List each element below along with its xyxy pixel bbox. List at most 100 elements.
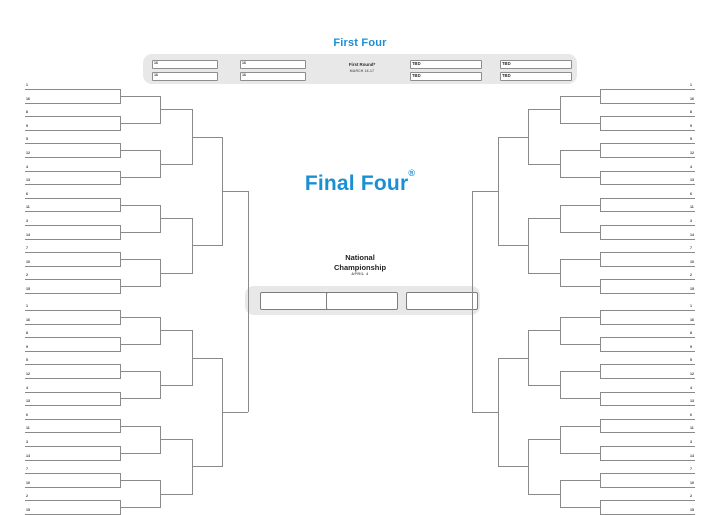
top-left-region-team-line-11 xyxy=(25,225,120,226)
top-right-region-r4-line-2 xyxy=(498,245,528,247)
first-four-left-game-1-label-1: 16 xyxy=(154,61,158,66)
top-left-region-seed-7: 4 xyxy=(26,164,28,169)
bottom-right-region-r2-line-5 xyxy=(560,425,600,427)
bottom-right-region-seed-6: 12 xyxy=(690,372,694,376)
top-left-region-r2-line-4 xyxy=(120,177,160,179)
bottom-left-region-r2-line-8 xyxy=(120,507,160,509)
right-semifinal-stem-bottom xyxy=(472,301,473,412)
bottom-left-region-r5-line-1 xyxy=(222,412,248,413)
bottom-right-region-r2-connector-2 xyxy=(600,337,601,352)
top-left-region-team-line-3 xyxy=(25,116,120,118)
top-right-region-r5-connector-1 xyxy=(498,136,499,247)
bottom-right-region-r3-line-2 xyxy=(528,384,560,386)
top-left-region-team-line-5 xyxy=(25,143,120,145)
top-right-region-r3-line-3 xyxy=(528,218,560,220)
championship-semifinal-left-box[interactable] xyxy=(260,292,332,310)
bottom-left-region-seed-11: 3 xyxy=(26,440,28,444)
top-left-region-r4-line-1 xyxy=(192,136,222,138)
bottom-right-region-seed-10: 11 xyxy=(690,426,694,431)
top-right-region-team-line-3 xyxy=(600,116,695,118)
bottom-right-region-r3-line-1 xyxy=(528,330,560,332)
bottom-left-region-team-line-7 xyxy=(25,391,120,393)
championship-semifinal-right-box[interactable] xyxy=(406,292,478,310)
first-four-left-game-2-slot-1[interactable] xyxy=(240,60,306,69)
top-left-region-team-line-15 xyxy=(25,279,120,281)
top-right-region-r2-connector-8 xyxy=(600,279,601,294)
bottom-right-region-team-line-10 xyxy=(600,432,695,434)
bottom-left-region-seed-1: 1 xyxy=(26,304,28,308)
bottom-left-region-seed-3: 8 xyxy=(26,331,28,336)
first-four-left-game-1-slot-2[interactable] xyxy=(152,72,218,81)
top-right-region-seed-16: 15 xyxy=(690,287,694,291)
first-four-right-game-1-slot-1[interactable] xyxy=(410,60,482,69)
bottom-left-region-r3-line-3 xyxy=(160,439,192,441)
bottom-right-region-seed-15: 2 xyxy=(690,494,692,499)
first-four-left-game-1-slot-1[interactable] xyxy=(152,60,218,69)
top-right-region-team-line-11 xyxy=(600,225,695,226)
bottom-right-region-team-line-2 xyxy=(600,323,695,325)
bottom-right-region-seed-12: 14 xyxy=(690,453,694,458)
top-left-region-seed-13: 7 xyxy=(26,246,28,251)
top-left-region-seed-8: 13 xyxy=(26,178,30,183)
championship-winner-box[interactable] xyxy=(326,292,398,310)
bottom-left-region-team-line-2 xyxy=(25,323,120,325)
top-right-region-team-line-9 xyxy=(600,197,695,199)
first-four-right-game-1-slot-2[interactable] xyxy=(410,72,482,81)
bottom-left-region-seed-12: 14 xyxy=(26,453,30,458)
bottom-left-region-team-line-13 xyxy=(25,473,120,475)
bottom-right-region-team-line-3 xyxy=(600,337,695,339)
top-right-region-seed-1: 1 xyxy=(690,83,692,87)
bottom-left-region-team-line-3 xyxy=(25,337,120,339)
bottom-right-region-r2-line-6 xyxy=(560,452,600,454)
bottom-right-region-r2-connector-1 xyxy=(600,310,601,325)
bottom-left-region-team-line-5 xyxy=(25,364,120,366)
top-right-region-seed-3: 8 xyxy=(690,110,692,115)
bottom-left-region-r4-line-1 xyxy=(192,357,222,359)
top-right-region-r4-line-1 xyxy=(498,136,528,138)
bottom-right-region-r3-connector-4 xyxy=(560,480,561,509)
top-right-region-r3-connector-3 xyxy=(560,204,561,233)
bottom-left-region-team-line-14 xyxy=(25,486,120,488)
bottom-left-region-r4-line-2 xyxy=(192,466,222,468)
top-right-region-team-line-13 xyxy=(600,252,695,254)
bottom-right-region-r2-line-4 xyxy=(560,398,600,400)
national-championship-label: National Championship xyxy=(0,253,720,272)
bottom-right-region-team-line-14 xyxy=(600,486,695,488)
top-right-region-team-line-2 xyxy=(600,102,695,104)
bottom-right-region-seed-9: 6 xyxy=(690,412,692,417)
top-right-region-r2-connector-5 xyxy=(600,197,601,213)
bottom-right-region-r4-connector-1 xyxy=(528,330,529,386)
top-left-region-r2-line-7 xyxy=(120,259,160,260)
bottom-right-region-r5-connector-1 xyxy=(498,357,499,468)
registered-trademark-icon: ® xyxy=(408,167,416,178)
top-left-region-r4-line-2 xyxy=(192,245,222,247)
bottom-left-region-r3-line-4 xyxy=(160,493,192,495)
bottom-left-region-team-line-1 xyxy=(25,310,120,311)
bottom-left-region-seed-4: 9 xyxy=(26,344,28,349)
top-right-region-r3-line-4 xyxy=(528,272,560,274)
top-right-region-team-line-10 xyxy=(600,211,695,213)
bottom-right-region-seed-11: 3 xyxy=(690,440,692,444)
bottom-right-region-team-line-12 xyxy=(600,459,695,461)
first-four-left-game-2-slot-2[interactable] xyxy=(240,72,306,81)
top-right-region-team-line-8 xyxy=(600,184,695,186)
top-left-region-r3-line-2 xyxy=(160,163,192,165)
bottom-right-region-r2-line-3 xyxy=(560,371,600,373)
bottom-right-region-r2-line-8 xyxy=(560,507,600,509)
bottom-right-region-r2-connector-3 xyxy=(600,364,601,379)
bottom-right-region-team-line-1 xyxy=(600,310,695,311)
top-right-region-team-line-6 xyxy=(600,157,695,158)
bottom-right-region-team-line-4 xyxy=(600,350,695,352)
bottom-right-region-seed-3: 8 xyxy=(690,331,692,336)
top-right-region-seed-13: 7 xyxy=(690,246,692,251)
first-four-left-game-2-label-2: 16 xyxy=(242,73,246,78)
top-right-region-seed-11: 3 xyxy=(690,219,692,223)
bottom-right-region-r2-connector-5 xyxy=(600,418,601,434)
bottom-left-region-team-line-10 xyxy=(25,432,120,434)
bottom-left-region-seed-7: 4 xyxy=(26,385,28,390)
first-four-right-game-2-slot-2[interactable] xyxy=(500,72,572,81)
first-four-right-game-2-slot-1[interactable] xyxy=(500,60,572,69)
first-four-right-game-1-label-1: TBD xyxy=(412,61,421,67)
top-right-region-r2-connector-2 xyxy=(600,116,601,131)
